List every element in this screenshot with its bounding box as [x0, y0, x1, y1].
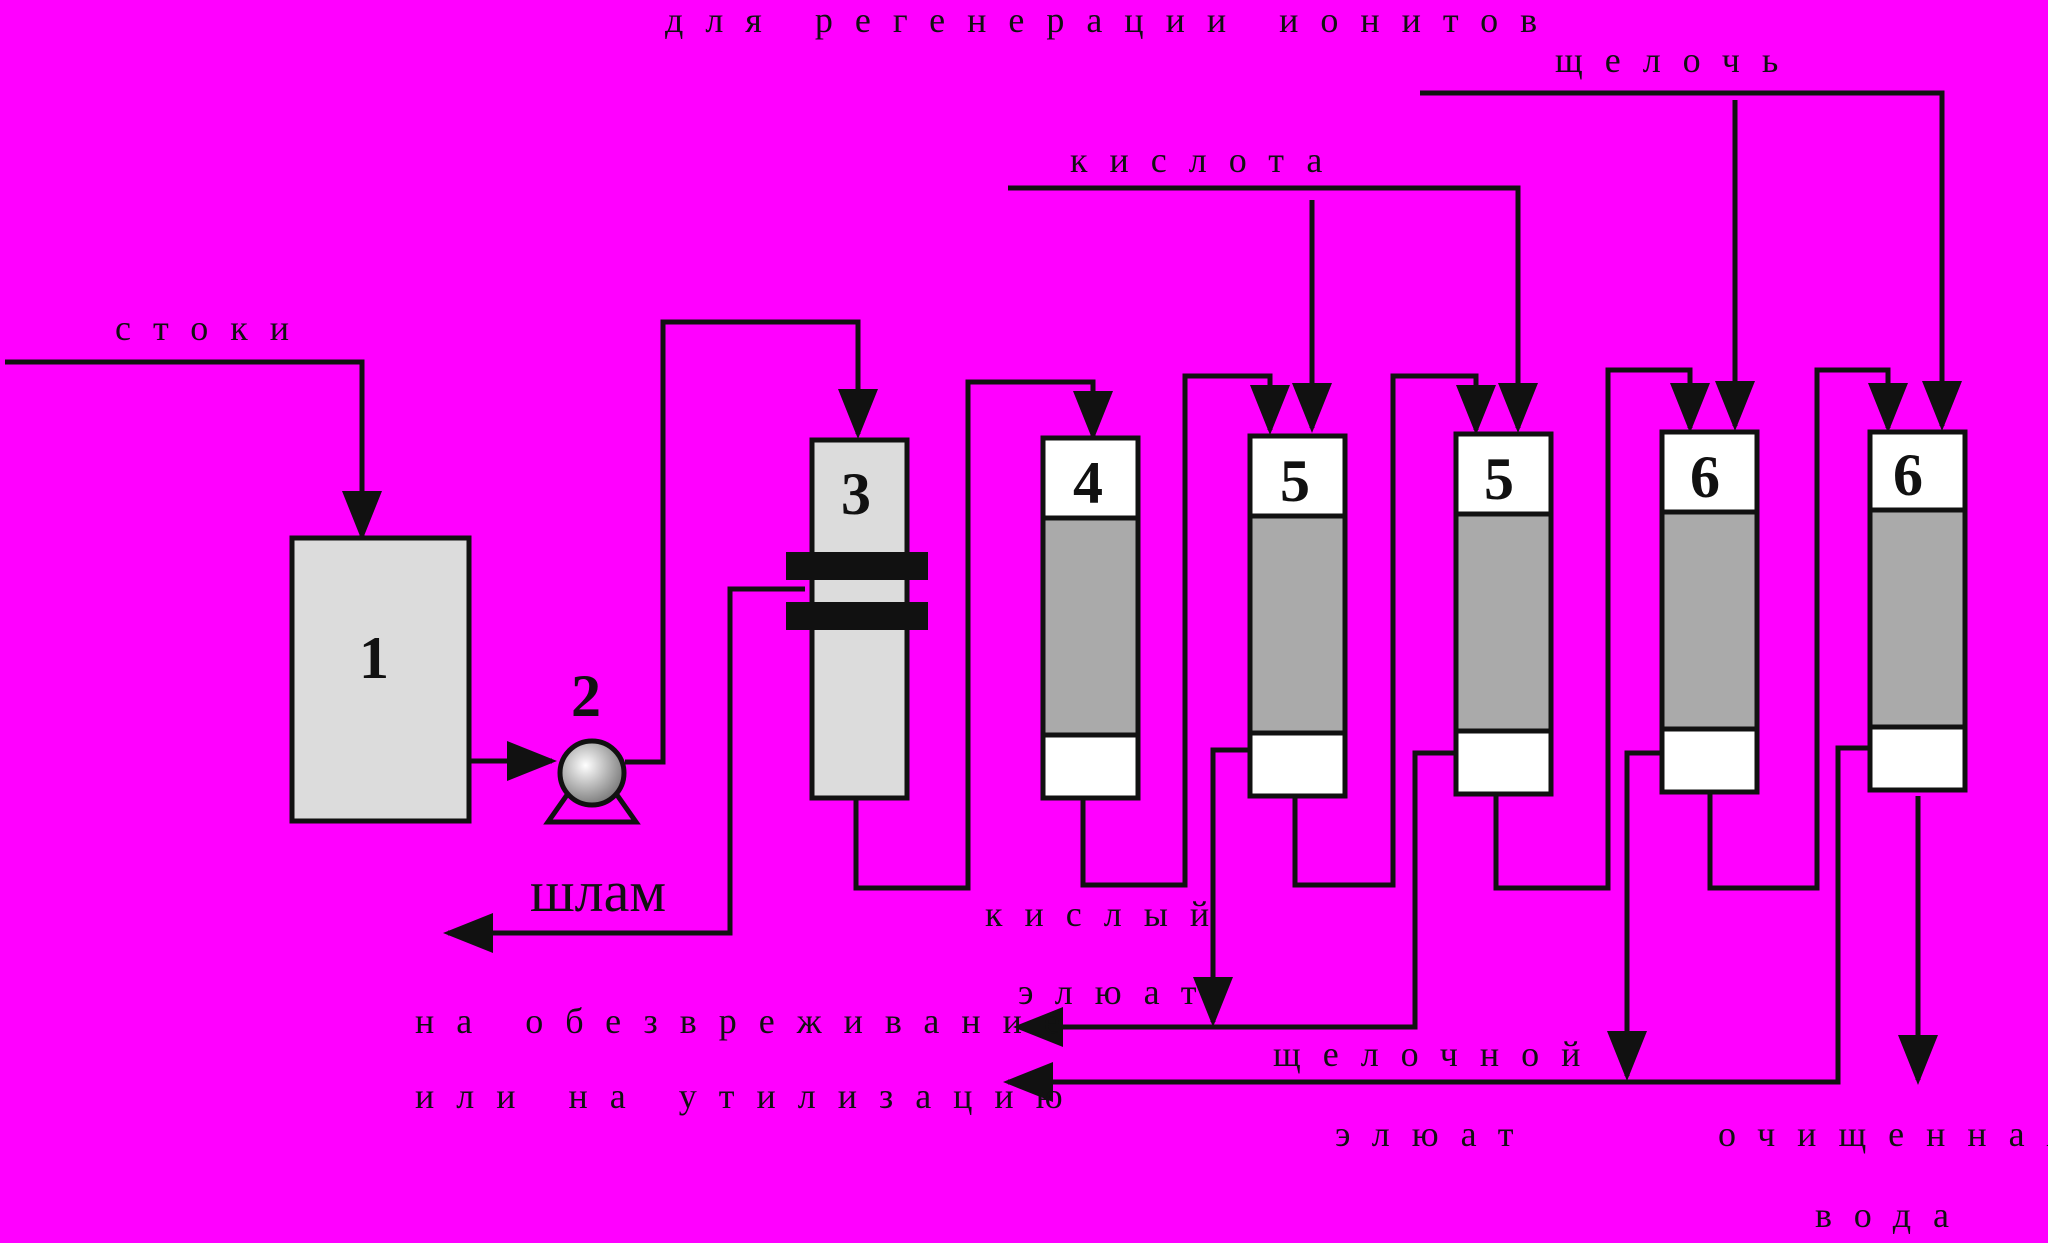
- filter-band-upper: [786, 552, 928, 580]
- neutralize-label-line2: или на утилизацию: [415, 1076, 1085, 1116]
- ion-exchange-column-5: 6: [1867, 429, 1968, 793]
- clean-water-label-line2: вода: [1815, 1195, 1971, 1235]
- column4-to-column5-pipe: [1707, 367, 1908, 891]
- ion-exchange-column-2: 5: [1247, 433, 1348, 799]
- acid-eluate-label-line1: кислый: [985, 894, 1231, 934]
- alkaline-eluate-pipe: [1003, 745, 1870, 1102]
- sludge-label: шлам: [530, 859, 666, 924]
- column-4-number: 6: [1690, 444, 1720, 510]
- clean-water-label-line1: очищенная: [1718, 1114, 2048, 1154]
- acid-supply-pipe: [1008, 185, 1538, 433]
- regeneration-label: для регенерации ионитов: [665, 0, 1559, 40]
- ion-exchange-column-1: 4: [1040, 435, 1141, 801]
- acid-label: кислота: [1070, 140, 1344, 180]
- ion-exchange-column-3: 5: [1453, 431, 1554, 797]
- filter-to-column4-pipe: [853, 379, 1113, 891]
- acid-eluate-label-line2: элюат: [1018, 972, 1218, 1012]
- neutralize-label-line1: на обезвреживание: [415, 1001, 1082, 1041]
- alkaline-eluate-label-line2: элюат: [1335, 1114, 1535, 1154]
- tank-number: 1: [359, 625, 389, 691]
- filter-number: 3: [841, 461, 871, 527]
- acid-eluate-pipe: [1013, 747, 1456, 1047]
- mechanical-filter: 3: [786, 437, 928, 801]
- filter-band-lower: [786, 602, 928, 630]
- wastewater-label: стоки: [115, 308, 311, 348]
- pump-to-filter-pipe: [625, 319, 878, 765]
- column3-to-column4-pipe: [1493, 367, 1710, 891]
- settling-tank: 1: [289, 535, 472, 824]
- pump: 2: [543, 663, 641, 825]
- column-3-number: 5: [1484, 446, 1514, 512]
- column-1-number: 4: [1073, 450, 1103, 516]
- wastewater-inlet-pipe: [5, 359, 382, 541]
- column2-to-column3-pipe: [1292, 373, 1496, 888]
- column1-to-column2-pipe: [1080, 373, 1290, 888]
- column-5-number: 6: [1893, 442, 1923, 508]
- column-2-number: 5: [1280, 448, 1310, 514]
- pump-number: 2: [571, 663, 601, 729]
- alkali-label: щелочь: [1555, 40, 1800, 80]
- alkali-supply-pipe: [1420, 90, 1962, 431]
- ion-exchange-column-4: 6: [1659, 429, 1760, 795]
- sludge-outlet-pipe: [443, 586, 805, 953]
- alkaline-eluate-label-line1: щелочной: [1273, 1034, 1602, 1074]
